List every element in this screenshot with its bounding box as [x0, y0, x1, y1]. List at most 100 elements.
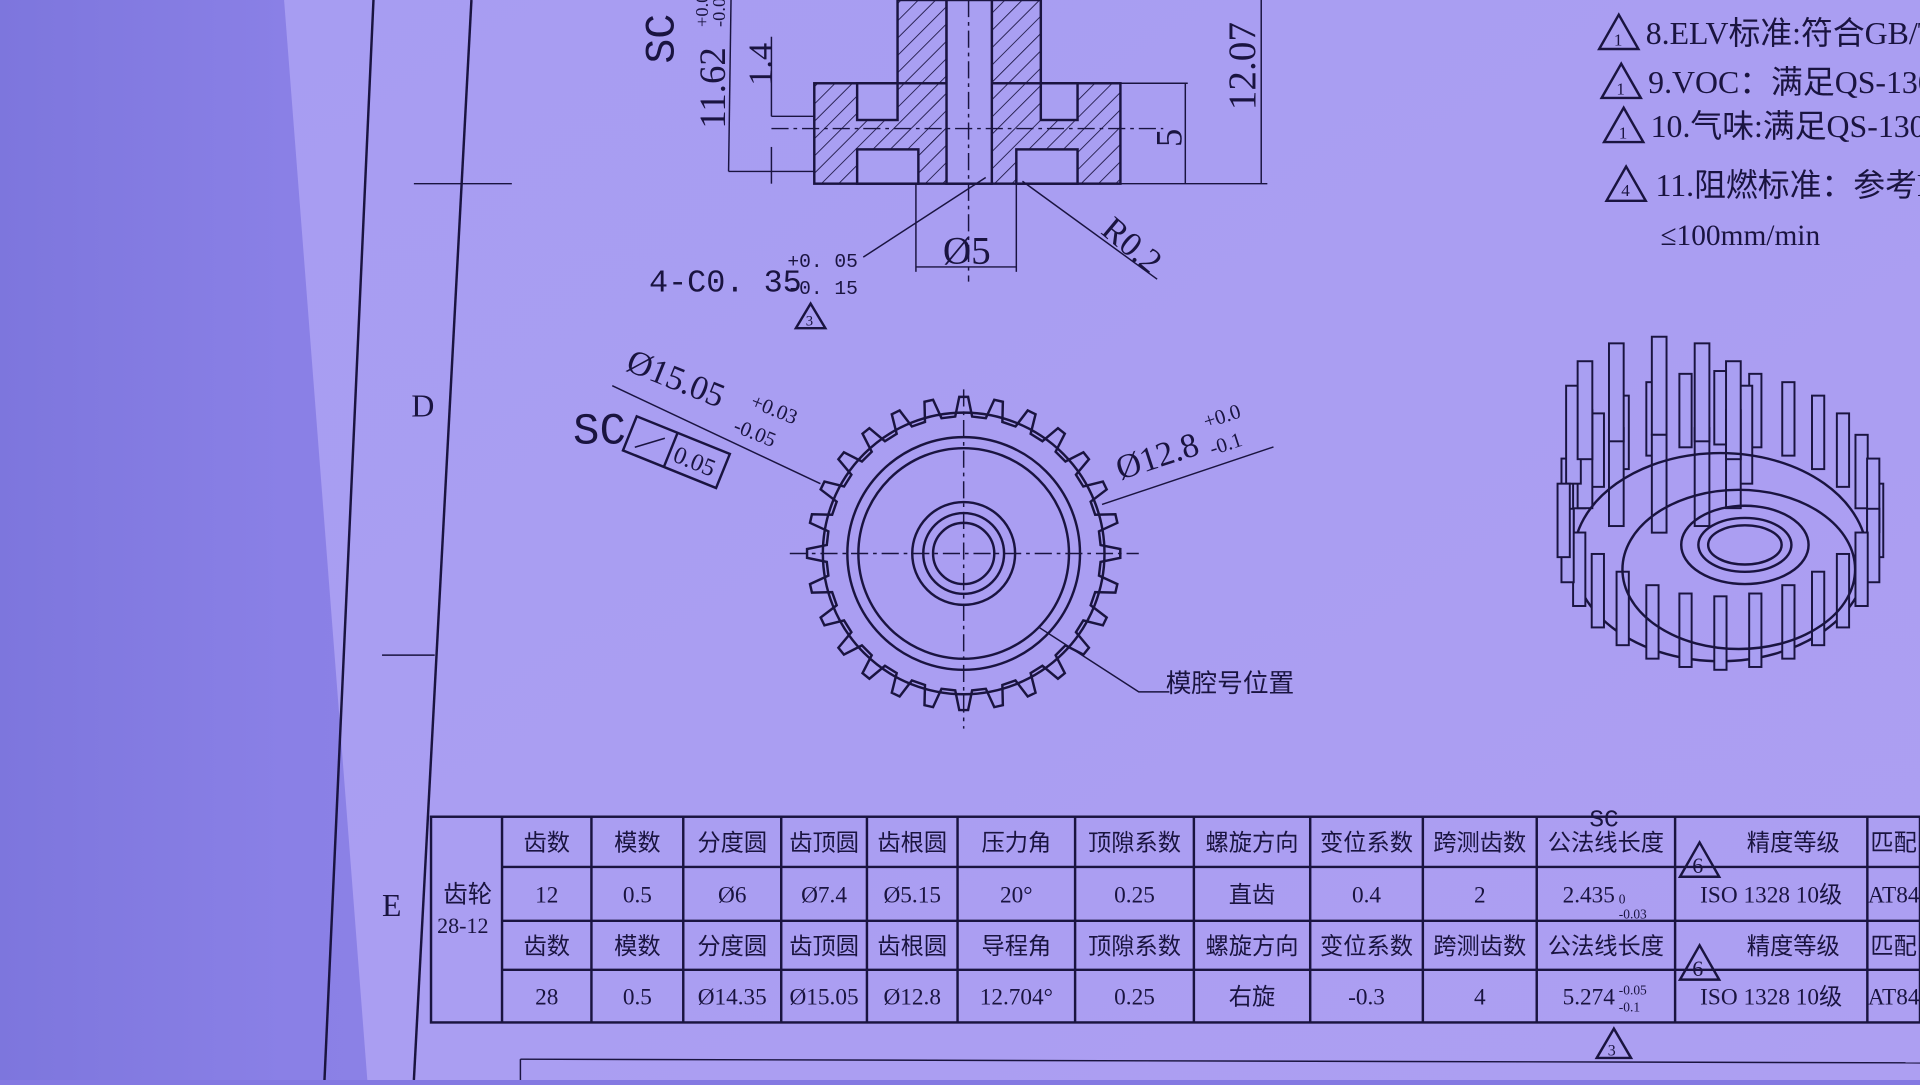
table-cell: Ø14.35 — [698, 985, 767, 1011]
section-view: SC 11.62 +0.0 -0.0 1.4 12.07 5 Ø5 R0.2 4… — [638, 0, 1268, 330]
precision-mark: 6 — [1692, 956, 1703, 981]
table-cell: AT84 — [1868, 985, 1920, 1011]
svg-text:8.ELV标准:符合GB/T: 8.ELV标准:符合GB/T — [1646, 16, 1920, 51]
revision-triangle-icon — [1677, 839, 1722, 878]
gear-tooth — [1678, 372, 1693, 449]
svg-text:9.VOC：满足QS-130-0: 9.VOC：满足QS-130-0 — [1648, 65, 1920, 100]
gear-tooth — [1556, 482, 1571, 559]
table-header-cell: 螺旋方向 — [1206, 934, 1299, 960]
table-cell: ISO 1328 10级 — [1700, 882, 1842, 908]
table-cell: ISO 1328 10级 — [1700, 985, 1842, 1011]
gear-isometric — [1556, 335, 1885, 671]
sc-mark: SC — [573, 407, 626, 457]
table-cell: 2.435 — [1563, 882, 1615, 908]
gear-tooth — [1713, 595, 1728, 671]
table-cell: 0.5 — [623, 882, 652, 908]
pinion-tooth — [1576, 360, 1594, 461]
zone-letter-d: D — [411, 388, 434, 423]
table-header-cell: 齿顶圆 — [789, 934, 859, 960]
gear-tooth — [1781, 381, 1796, 457]
table-header-cell: 齿根圆 — [877, 830, 947, 856]
gear-tooth — [1590, 552, 1605, 629]
inner-border — [412, 0, 473, 1081]
revision-triangle-icon: 1 — [1616, 79, 1625, 98]
table-cell: 0.25 — [1114, 985, 1155, 1011]
table-cell: 12.704° — [980, 985, 1053, 1011]
table-header-cell: 螺旋方向 — [1206, 830, 1299, 856]
zone-letter-e: E — [382, 888, 401, 923]
dim-bore: Ø5 — [943, 229, 991, 272]
table-header-cell: 模数 — [614, 830, 661, 856]
table-cell: 0.4 — [1352, 882, 1381, 908]
table-header-cell: 顶隙系数 — [1088, 830, 1181, 856]
note-10: 110.气味:满足QS-130-0 — [1601, 105, 1920, 144]
note-9: 1 9.VOC：满足QS-130-0 — [1599, 61, 1920, 100]
table-header-cell: 变位系数 — [1320, 830, 1413, 856]
revision-triangle-icon: 3 — [1608, 1043, 1616, 1060]
gear-tooth — [1835, 412, 1851, 488]
pinion-tooth — [1725, 360, 1742, 461]
table-cell: 0.5 — [623, 985, 652, 1011]
gear-tooth — [1811, 570, 1826, 647]
table-header-cell: 公法线长度 — [1548, 934, 1664, 960]
svg-text:11.阻燃标准：参考F: 11.阻燃标准：参考F — [1656, 168, 1920, 203]
revision-triangle-icon — [1677, 942, 1722, 981]
table-cell: 12 — [535, 882, 558, 908]
gear-tooth — [1811, 394, 1826, 471]
dim-overall-height: 11.62 — [692, 47, 733, 128]
table-cell: AT84 — [1868, 882, 1920, 908]
table-header-cell: 分度圆 — [697, 934, 767, 960]
table-cell: 0.25 — [1114, 882, 1155, 908]
table-cell: 右旋 — [1229, 985, 1276, 1011]
table-header-cell: 压力角 — [981, 830, 1051, 856]
table-header-cell: 齿数 — [523, 934, 570, 960]
gear-tooth — [1835, 552, 1851, 629]
pinion-tooth — [1650, 335, 1668, 436]
sc-mark: SC — [638, 14, 686, 64]
notes: 18.ELV标准:符合GB/T 19.VOC：满足QS-130-0 110.气味… — [1597, 12, 1920, 252]
table-cell: -0.3 — [1348, 985, 1385, 1011]
table-cell: 2 — [1474, 882, 1486, 908]
table-header-cell: 齿根圆 — [877, 934, 947, 960]
revision-triangle-icon: 3 — [806, 314, 813, 330]
pinion-tooth — [1608, 427, 1625, 528]
table-cell: Ø6 — [718, 882, 746, 908]
pinion-tooth — [1608, 342, 1625, 443]
table-header-cell: 匹配 — [1870, 934, 1917, 960]
table-header-cell: 精度等级 — [1747, 830, 1840, 856]
table-cell: 直齿 — [1229, 882, 1276, 908]
table-header-cell: 模数 — [614, 934, 661, 960]
dim-hub: 5 — [1149, 129, 1190, 147]
gear-tooth — [1590, 412, 1605, 488]
gear-tooth — [1615, 570, 1630, 647]
pinion-tooth — [1693, 342, 1711, 443]
gear-parameter-table: SC 齿轮 28-12 3 齿数模数分度圆齿顶圆齿根圆压力角顶隙系数螺旋方向变位… — [429, 808, 1920, 1060]
pinion-tooth — [1693, 427, 1711, 528]
revision-triangle-icon: 1 — [1619, 123, 1628, 142]
gear-teeth-outline — [805, 395, 1122, 712]
gear-tooth — [1748, 592, 1763, 668]
dim-tol-lower: -0.0 — [709, 0, 729, 27]
table-cell: 4 — [1474, 985, 1486, 1011]
table-frame — [429, 815, 1920, 1024]
table-header-cell: 齿顶圆 — [789, 830, 859, 856]
chamfer-tol-lower: -0. 15 — [787, 278, 858, 300]
chamfer-tol-upper: +0. 05 — [787, 251, 858, 273]
dim-tol-upper: +0.0 — [692, 0, 712, 27]
table-cell: Ø5.15 — [884, 882, 941, 908]
table-header-cell: 齿数 — [523, 830, 570, 856]
table-cell: Ø15.05 — [790, 985, 859, 1011]
part-label: 齿轮 — [443, 880, 492, 908]
gear-tooth — [1781, 584, 1796, 660]
tolerance-value: 0 — [1619, 892, 1626, 907]
gear-tooth — [1713, 370, 1728, 446]
gear-tooth — [1866, 507, 1881, 584]
gear-tooth — [1572, 531, 1587, 607]
table-header-cell: 跨测齿数 — [1433, 934, 1526, 960]
table-header-cell: 顶隙系数 — [1088, 934, 1181, 960]
cavity-label: 模腔号位置 — [1166, 669, 1295, 698]
table-header-cell: 跨测齿数 — [1433, 830, 1526, 856]
